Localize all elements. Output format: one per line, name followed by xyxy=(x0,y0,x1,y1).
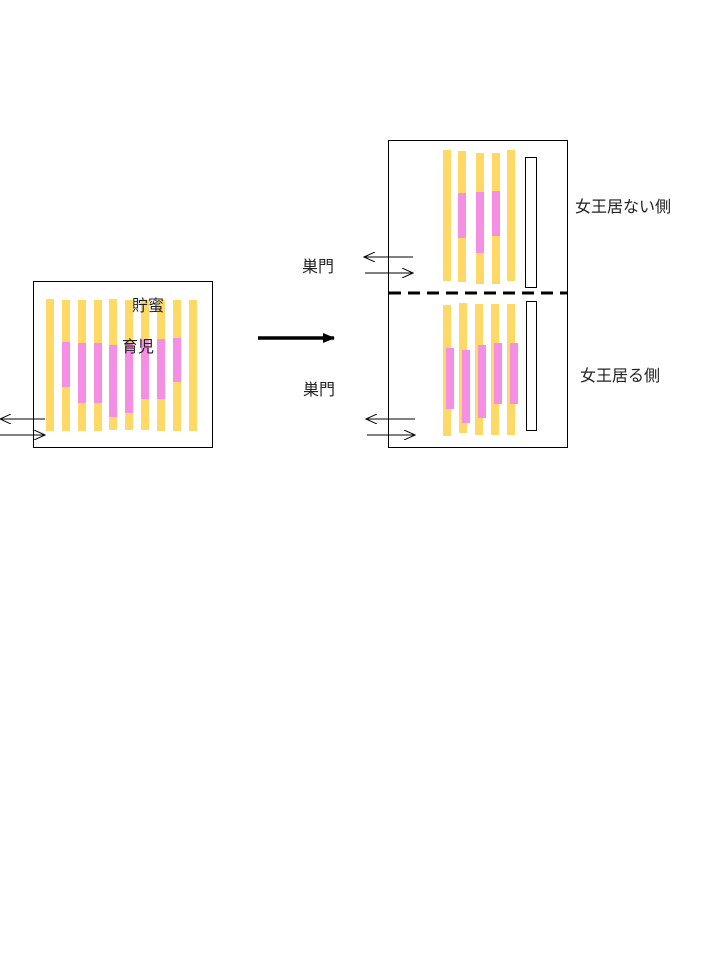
comb-frame xyxy=(507,150,515,281)
comb-frame xyxy=(443,150,451,281)
comb-frame xyxy=(46,299,54,431)
brood-area xyxy=(173,338,181,382)
brood-area xyxy=(141,340,149,399)
entrance-label-top: 巣門 xyxy=(302,257,335,276)
brood-area xyxy=(62,342,70,387)
brood-area xyxy=(109,345,117,417)
brood-area xyxy=(476,192,484,253)
hive-before-box xyxy=(33,281,213,448)
brood-area xyxy=(510,343,518,404)
brood-area xyxy=(125,343,133,413)
queen-side-label: 女王居る側 xyxy=(580,366,661,385)
brood-area xyxy=(492,191,500,236)
honey-label: 貯蜜 xyxy=(132,296,165,315)
brood-area xyxy=(94,343,102,403)
brood-area xyxy=(494,343,502,404)
brood-area xyxy=(458,193,466,238)
partition-board-top xyxy=(525,157,537,288)
brood-area xyxy=(157,339,165,399)
comb-frame xyxy=(189,300,197,431)
brood-label: 育児 xyxy=(122,337,155,356)
brood-area xyxy=(78,343,86,403)
brood-area xyxy=(446,348,454,409)
hive-after-box xyxy=(388,140,568,448)
partition-board-bottom xyxy=(526,301,537,431)
queenless-side-label: 女王居ない側 xyxy=(575,197,672,216)
brood-area xyxy=(478,345,486,418)
brood-area xyxy=(462,350,470,423)
entrance-label-bottom: 巣門 xyxy=(303,380,336,399)
